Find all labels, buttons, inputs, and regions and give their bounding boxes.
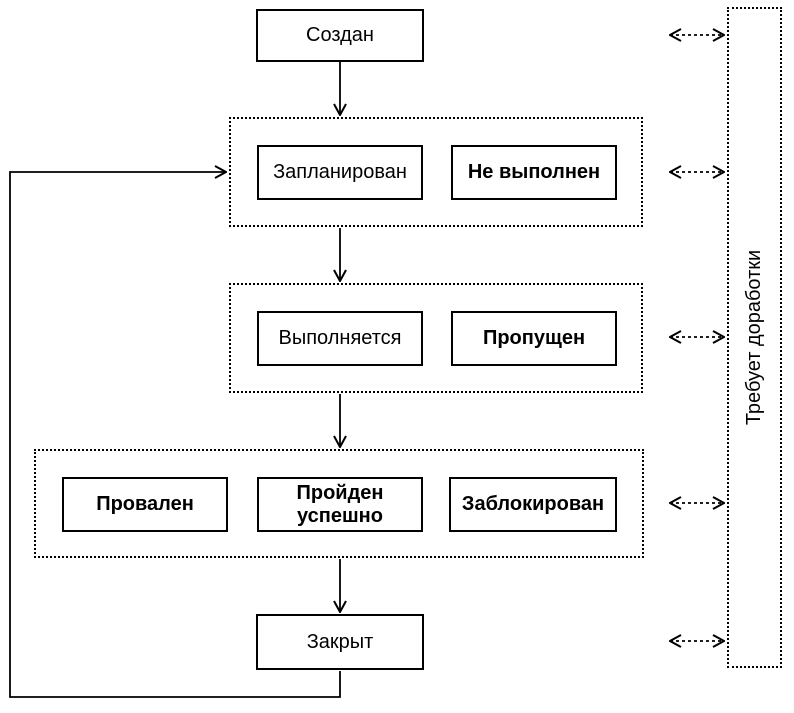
node-not-executed-label: Не выполнен: [467, 161, 601, 183]
node-passed-label: Пройден успешно: [296, 481, 384, 527]
node-closed-label: Закрыт: [306, 630, 374, 653]
group-results: [34, 449, 644, 558]
node-needs-rework: Требует доработки: [727, 7, 782, 668]
node-created: Создан: [256, 9, 424, 62]
group-planned: [229, 117, 643, 227]
node-failed-label: Провален: [96, 493, 194, 515]
node-planned-label: Запланирован: [273, 161, 407, 183]
node-created-label: Создан: [306, 24, 374, 46]
node-blocked: Заблокирован: [449, 477, 617, 532]
node-blocked-label: Заблокирован: [461, 493, 605, 515]
node-closed: Закрыт: [256, 614, 424, 670]
node-failed: Провален: [62, 477, 228, 532]
arrow-closed-to-planned-loop: [9, 172, 341, 698]
node-not-executed: Не выполнен: [451, 145, 617, 200]
group-in-progress: [229, 283, 643, 393]
node-in-progress: Выполняется: [257, 311, 423, 366]
node-in-progress-label: Выполняется: [278, 327, 402, 349]
node-planned: Запланирован: [257, 145, 423, 200]
node-skipped-label: Пропущен: [482, 327, 586, 349]
node-skipped: Пропущен: [451, 311, 617, 366]
node-passed: Пройден успешно: [257, 477, 423, 532]
node-needs-rework-label: Требует доработки: [743, 249, 765, 426]
